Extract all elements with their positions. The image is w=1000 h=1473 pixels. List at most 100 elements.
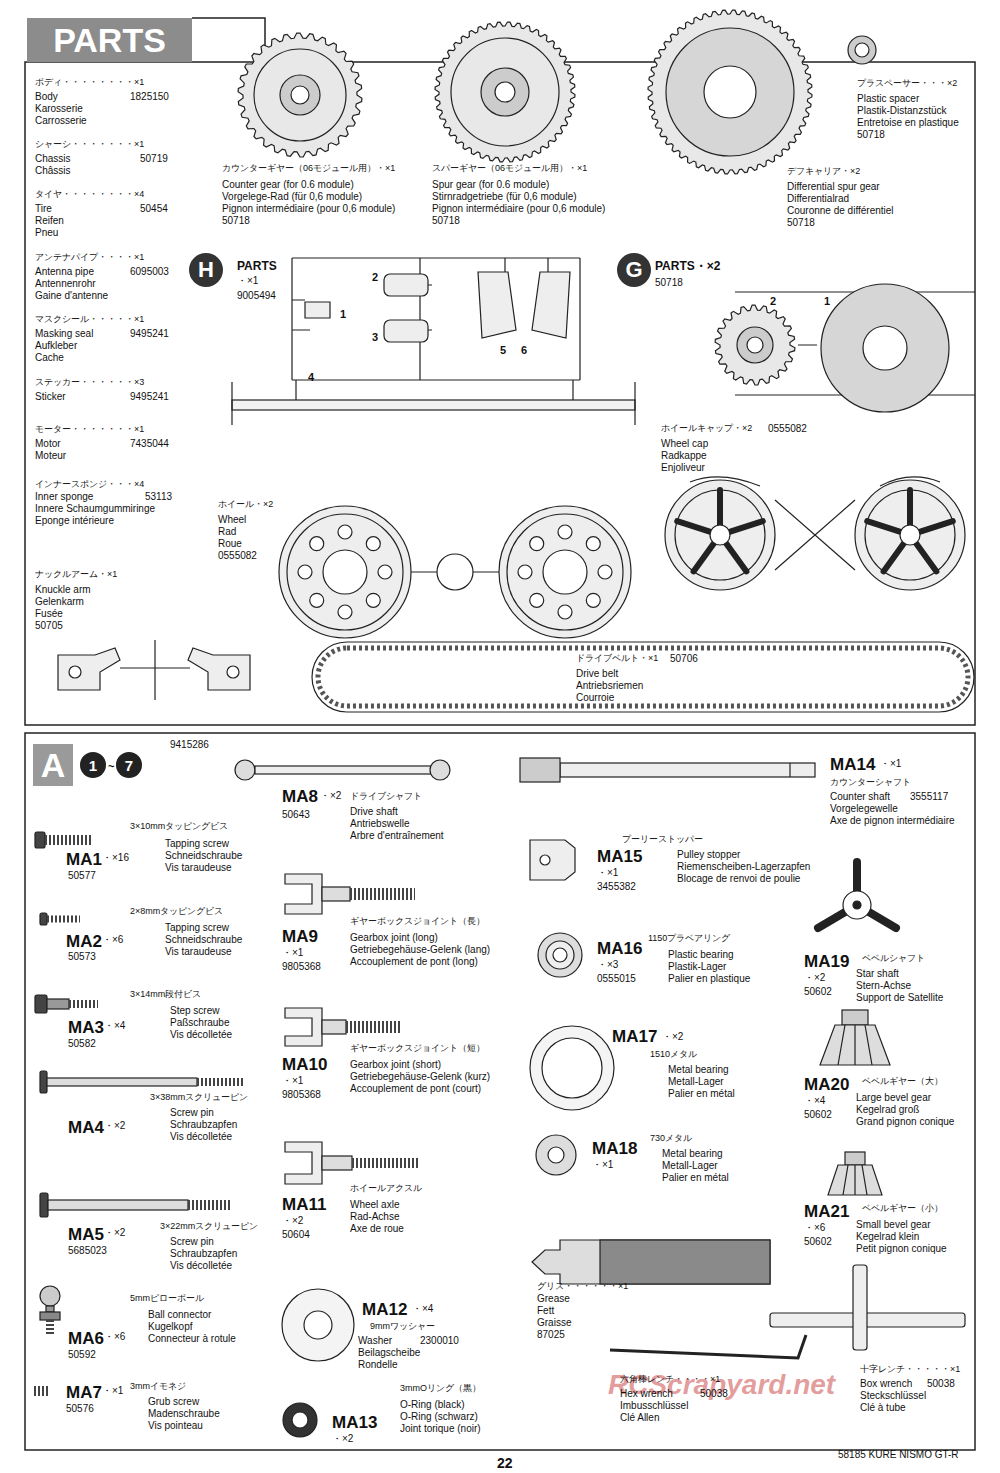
- part-name-jp: ベベルギヤー（小）: [862, 1204, 943, 1213]
- part-text: Couronne de différentiel: [787, 206, 894, 216]
- part-name-jp: インナースポンジ・・・×4: [35, 480, 144, 489]
- part-text: ・×2: [282, 1216, 303, 1226]
- washer: [282, 1289, 354, 1361]
- hex-wrench: [610, 1335, 806, 1358]
- part-name-jp: タイヤ・・・・・・・・×4: [35, 190, 144, 199]
- callout-number: 4: [308, 372, 314, 383]
- part-text: ・×6: [804, 1223, 825, 1233]
- part-text: Petit pignon conique: [856, 1244, 947, 1254]
- gear-hole: [495, 82, 515, 102]
- part-text: Knuckle arm: [35, 585, 91, 595]
- pin-thread: [197, 1078, 245, 1086]
- part-name-jp: ベベルシャフト: [862, 954, 925, 963]
- part-name-jp: モーター・・・・・・・×1: [35, 425, 144, 434]
- sprue-part: [384, 320, 428, 342]
- wheel-cap: [855, 480, 965, 590]
- wheel-rim: [507, 514, 623, 630]
- part-text: Sticker: [35, 392, 66, 402]
- part-text: 9005494: [237, 291, 276, 301]
- part-text: Rondelle: [358, 1360, 397, 1370]
- part-code: MA5: [68, 1226, 104, 1243]
- part-text: Vorgelege-Rad (für 0,6 module): [222, 192, 362, 202]
- part-text: 50573: [68, 952, 96, 962]
- part-name-jp: ステッカー・・・・・・×3: [35, 378, 144, 387]
- part-name-jp: デフキャリア・×2: [787, 167, 860, 176]
- part-text: Kegelrad groß: [856, 1105, 919, 1115]
- part-text: 50718: [787, 218, 815, 228]
- callout-number: 2: [372, 272, 378, 283]
- part-text: Imbusschlüssel: [620, 1401, 688, 1411]
- part-text: Radkappe: [661, 451, 707, 461]
- cap-spoke: [884, 543, 905, 571]
- wheel-holes: [298, 525, 612, 619]
- pin-shaft: [48, 1200, 188, 1210]
- part-text: Metall-Lager: [662, 1161, 718, 1171]
- part-text: ・×1: [282, 1076, 303, 1086]
- part-text: Differential spur gear: [787, 182, 880, 192]
- part-text: Getriebegehäuse-Gelenk (lang): [350, 945, 490, 955]
- bearing-hole: [542, 1038, 602, 1098]
- part-text: Vis décolletée: [170, 1261, 232, 1271]
- wheel-cap-spokes: [677, 490, 953, 571]
- wheel-cap-rim: [675, 490, 765, 580]
- gear-outline: [238, 33, 362, 157]
- part-text: 50602: [804, 987, 832, 997]
- joint-fork: [285, 874, 322, 914]
- part-text: Inner sponge: [35, 492, 93, 502]
- part-text: ・×6: [104, 1332, 125, 1342]
- part-text: Screw pin: [170, 1237, 214, 1247]
- part-name-jp: アンテナパイプ・・・・×1: [35, 253, 144, 262]
- metal-bearing: [530, 1026, 614, 1110]
- small-bevel-gear: [828, 1165, 882, 1195]
- sprue-part: [305, 302, 330, 318]
- wheel-hole: [310, 593, 324, 607]
- badge-text: 1: [89, 758, 97, 773]
- callout-number: 3: [372, 332, 378, 343]
- part-text: 9495241: [130, 392, 169, 402]
- part-text: 50582: [68, 1039, 96, 1049]
- part-code: MA17: [612, 1028, 657, 1045]
- part-text: Antennenrohr: [35, 279, 96, 289]
- part-name-jp: 3×10mmタッピングビス: [130, 822, 228, 831]
- part-text: Kegelrad klein: [856, 1232, 919, 1242]
- part-text: Palier en métal: [668, 1089, 735, 1099]
- part-text: Wheel: [218, 515, 246, 525]
- shaft-flat: [789, 763, 790, 777]
- part-text: ・×1: [880, 759, 901, 769]
- letter-badge: 7: [116, 752, 142, 778]
- part-text: Clé Allen: [620, 1413, 659, 1423]
- part-text: Courroie: [576, 693, 614, 703]
- part-text: Stirnradgetriebe (für 0,6 module): [432, 192, 577, 202]
- letter-badge: H: [189, 253, 223, 287]
- part-text: Accouplement de pont (court): [350, 1084, 481, 1094]
- screw-thread: [45, 835, 92, 845]
- part-code: MA12: [362, 1301, 407, 1318]
- part-name-jp: ナックルアーム・×1: [35, 570, 117, 579]
- part-text: Plastik-Lager: [668, 962, 726, 972]
- part-text: 50604: [282, 1230, 310, 1240]
- joint-spline: [346, 1021, 400, 1033]
- large-bevel-gear: [820, 1025, 890, 1065]
- part-text: Antenna pipe: [35, 267, 94, 277]
- bevel-hub: [842, 1010, 868, 1025]
- part-code: MA16: [597, 940, 642, 957]
- star-hole: [853, 901, 861, 909]
- pin-thread: [188, 1200, 230, 1210]
- wheel-cap: [665, 480, 775, 590]
- part-text: Kugelkopf: [148, 1322, 192, 1332]
- pin-shaft: [47, 1078, 197, 1086]
- part-name-jp: 1150プラベアリング: [648, 934, 730, 943]
- wheel-hole: [586, 593, 600, 607]
- part-name-jp: ホイールアクスル: [350, 1184, 422, 1193]
- part-code: MA9: [282, 928, 318, 945]
- cap-spoke: [916, 543, 937, 571]
- part-text: Rad-Achse: [350, 1212, 399, 1222]
- part-text: Pneu: [35, 228, 58, 238]
- knuckle-hole: [69, 666, 81, 678]
- stopper-hole: [540, 855, 550, 865]
- letter-badge: G: [617, 253, 651, 287]
- callout-number: 2: [770, 296, 776, 307]
- part-text: Plastik-Distanzstück: [857, 106, 946, 116]
- part-text: Accouplement de pont (long): [350, 957, 478, 967]
